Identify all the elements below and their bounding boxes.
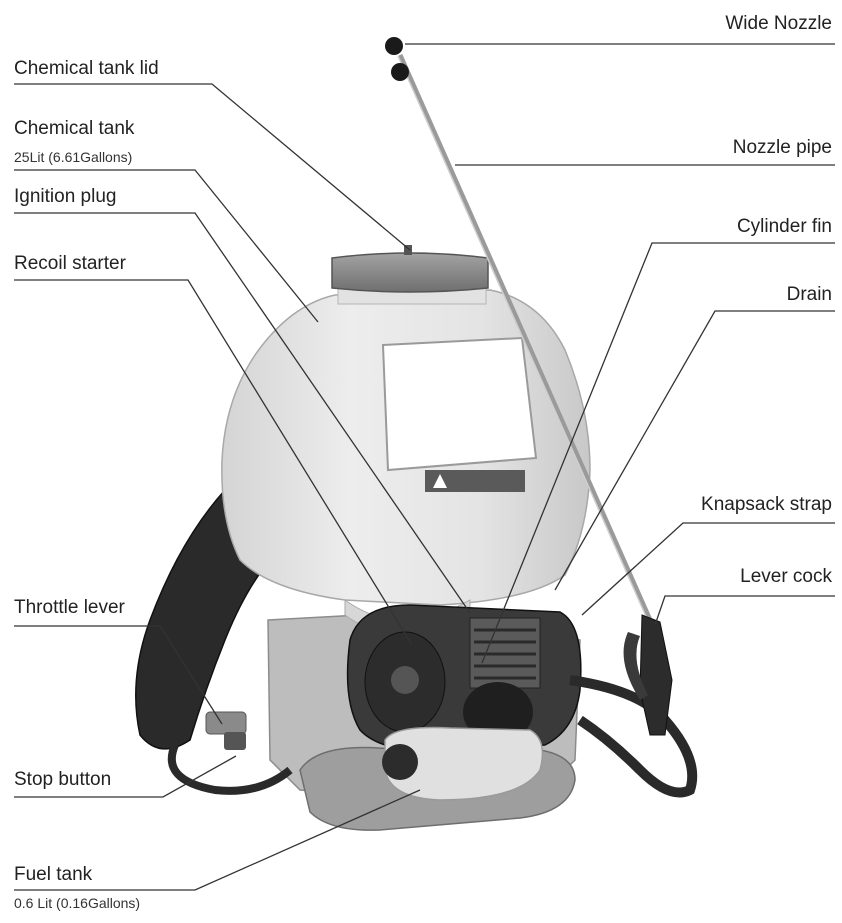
tank-label-window bbox=[383, 338, 536, 470]
stop-button-body bbox=[224, 732, 246, 750]
label-chemical-tank-capacity: 25Lit (6.61Gallons) bbox=[14, 149, 132, 165]
throttle-lever-body bbox=[206, 712, 246, 734]
label-ignition-plug: Ignition plug bbox=[14, 186, 116, 208]
label-chemical-tank-lid: Chemical tank lid bbox=[14, 58, 159, 80]
leader-lever-cock bbox=[655, 596, 835, 625]
label-throttle-lever: Throttle lever bbox=[14, 597, 125, 619]
chemical-tank-lid bbox=[332, 253, 488, 292]
wide-nozzle-head-bottom bbox=[391, 63, 409, 81]
label-nozzle-pipe: Nozzle pipe bbox=[733, 137, 832, 159]
spray-hose bbox=[570, 680, 692, 793]
label-cylinder-fin: Cylinder fin bbox=[737, 216, 832, 238]
recoil-starter-handle bbox=[391, 666, 419, 694]
lever-cock-handle bbox=[640, 615, 672, 735]
label-stop-button: Stop button bbox=[14, 769, 111, 791]
label-wide-nozzle: Wide Nozzle bbox=[725, 13, 832, 35]
label-lever-cock: Lever cock bbox=[740, 566, 832, 588]
wide-nozzle-head-top bbox=[385, 37, 403, 55]
label-fuel-tank: Fuel tank bbox=[14, 864, 92, 886]
fuel-cap bbox=[382, 744, 418, 780]
label-drain: Drain bbox=[787, 284, 832, 306]
label-recoil-starter: Recoil starter bbox=[14, 253, 126, 275]
label-fuel-tank-capacity: 0.6 Lit (0.16Gallons) bbox=[14, 895, 140, 911]
leader-chemical-tank-lid bbox=[14, 84, 410, 250]
leader-drain bbox=[555, 311, 835, 590]
label-knapsack-strap: Knapsack strap bbox=[701, 494, 832, 516]
label-chemical-tank: Chemical tank bbox=[14, 118, 134, 140]
